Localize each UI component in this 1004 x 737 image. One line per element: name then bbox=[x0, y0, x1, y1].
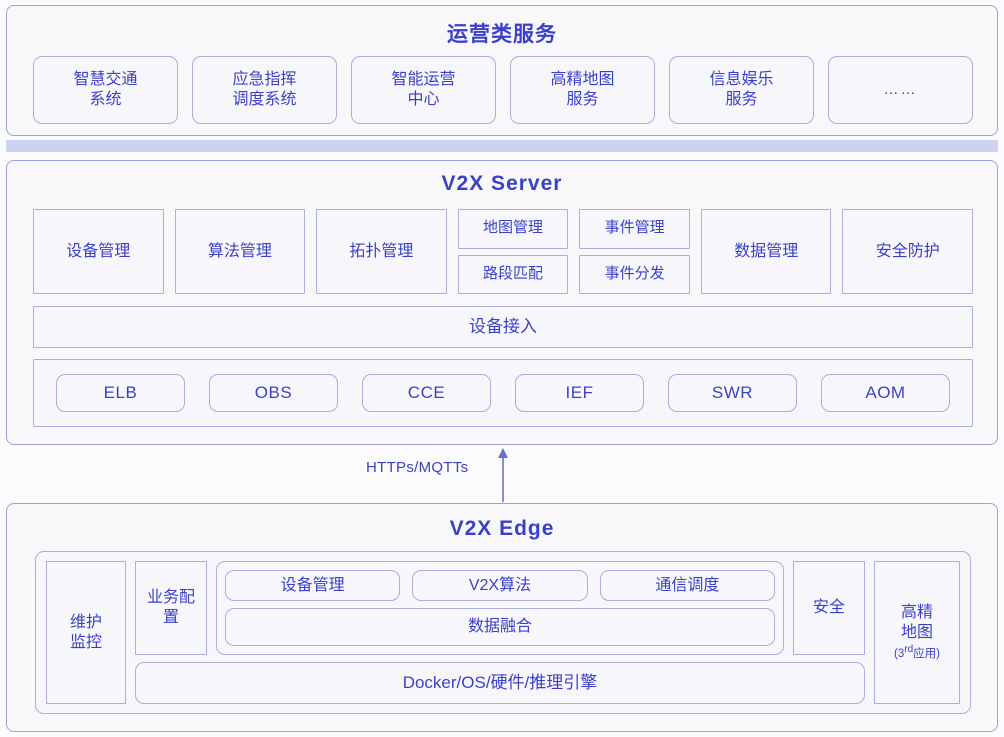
edge-module-label: 数据融合 bbox=[467, 618, 532, 635]
module-label: 安全防护 bbox=[875, 242, 940, 260]
cloud-service-label: IEF bbox=[565, 383, 594, 403]
ops-item-infotainment-service[interactable]: 信息娱乐服务 bbox=[669, 56, 814, 124]
server-module-col: 安全防护 bbox=[842, 209, 974, 294]
ops-item-smart-traffic[interactable]: 智慧交通系统 bbox=[33, 56, 178, 124]
ops-item-label: 智能运营中心 bbox=[391, 71, 456, 108]
edge-hd-map-line1: 高精 bbox=[900, 604, 933, 622]
edge-maintenance-monitoring[interactable]: 维护监控 bbox=[46, 561, 126, 704]
edge-right-column: 高精 地图 (3rd应用) bbox=[874, 561, 960, 704]
edge-hd-map[interactable]: 高精 地图 (3rd应用) bbox=[874, 561, 960, 704]
ops-item-label: 高精地图服务 bbox=[550, 71, 615, 108]
note-prefix: (3 bbox=[894, 648, 905, 661]
edge-functions-row: 设备管理 V2X算法 通信调度 bbox=[225, 570, 775, 601]
server-module-col: 拓扑管理 bbox=[316, 209, 447, 294]
module-label: 算法管理 bbox=[207, 242, 272, 260]
server-module-col: 数据管理 bbox=[700, 209, 832, 294]
ops-item-emergency-dispatch[interactable]: 应急指挥调度系统 bbox=[192, 56, 337, 124]
ops-item-hd-map-service[interactable]: 高精地图服务 bbox=[510, 56, 655, 124]
server-module-col: 事件管理 事件分发 bbox=[579, 209, 690, 294]
cloud-service-label: OBS bbox=[254, 383, 293, 403]
server-module-event-management[interactable]: 事件管理 bbox=[579, 209, 690, 249]
cloud-services-container: ELB OBS CCE IEF SWR AOM bbox=[33, 359, 973, 427]
connector-protocol-label: HTTPs/MQTTs bbox=[366, 459, 469, 476]
module-label: 设备管理 bbox=[66, 242, 131, 260]
ops-item-intelligent-operations-center[interactable]: 智能运营中心 bbox=[351, 56, 496, 124]
module-label: 路段匹配 bbox=[482, 264, 543, 282]
server-module-data-management[interactable]: 数据管理 bbox=[700, 209, 832, 294]
ops-item-label: 信息娱乐服务 bbox=[709, 71, 774, 108]
v2x-server-panel: V2X Server 设备管理 算法管理 拓扑管理 地图管理 bbox=[6, 160, 998, 445]
server-module-topology-management[interactable]: 拓扑管理 bbox=[316, 209, 447, 294]
cloud-service-elb[interactable]: ELB bbox=[56, 374, 185, 412]
v2x-edge-inner-container: 维护监控 业务配置 设备管理 V2X算法 bbox=[35, 551, 971, 714]
server-module-event-distribution[interactable]: 事件分发 bbox=[579, 254, 690, 294]
operations-services-panel: 运营类服务 智慧交通系统 应急指挥调度系统 智能运营中心 高精地图服务 信息娱乐… bbox=[6, 5, 998, 136]
cloud-service-cce[interactable]: CCE bbox=[362, 374, 491, 412]
edge-device-management[interactable]: 设备管理 bbox=[225, 570, 401, 601]
module-label: 数据管理 bbox=[734, 242, 799, 260]
upward-arrow-icon bbox=[498, 448, 508, 502]
ops-item-label: 应急指挥调度系统 bbox=[232, 71, 297, 108]
ops-item-label: …… bbox=[883, 80, 918, 98]
edge-communication-scheduling[interactable]: 通信调度 bbox=[599, 570, 775, 601]
v2x-server-title: V2X Server bbox=[441, 172, 563, 195]
ops-item-label: 智慧交通系统 bbox=[73, 71, 138, 108]
server-module-road-segment-matching[interactable]: 路段匹配 bbox=[457, 254, 569, 294]
cloud-service-obs[interactable]: OBS bbox=[209, 374, 338, 412]
edge-base-platform[interactable]: Docker/OS/硬件/推理引擎 bbox=[135, 662, 865, 704]
server-module-security-protection[interactable]: 安全防护 bbox=[842, 209, 974, 294]
cloud-service-ief[interactable]: IEF bbox=[515, 374, 644, 412]
edge-functions-group: 设备管理 V2X算法 通信调度 数据融合 bbox=[216, 561, 784, 655]
ops-item-more[interactable]: …… bbox=[828, 56, 973, 124]
device-access-label: 设备接入 bbox=[469, 317, 537, 337]
server-module-algorithm-management[interactable]: 算法管理 bbox=[174, 209, 306, 294]
module-label: 地图管理 bbox=[482, 219, 543, 237]
edge-module-label: 维护监控 bbox=[69, 613, 102, 651]
module-label: 事件管理 bbox=[604, 219, 665, 237]
v2x-server-modules-row: 设备管理 算法管理 拓扑管理 地图管理 路段匹配 bbox=[33, 209, 974, 294]
server-module-col: 地图管理 路段匹配 bbox=[457, 209, 569, 294]
cloud-service-label: AOM bbox=[865, 383, 906, 403]
server-module-device-management[interactable]: 设备管理 bbox=[33, 209, 164, 294]
edge-module-label: 业务配置 bbox=[146, 589, 195, 626]
edge-v2x-algorithm[interactable]: V2X算法 bbox=[412, 570, 588, 601]
edge-hd-map-text: 高精 地图 (3rd应用) bbox=[894, 603, 940, 661]
connector-group: HTTPs/MQTTs bbox=[0, 445, 1004, 503]
cloud-service-label: SWR bbox=[711, 383, 754, 403]
note-suffix: 应用) bbox=[913, 648, 940, 661]
module-label: 事件分发 bbox=[604, 264, 665, 282]
device-access-bar[interactable]: 设备接入 bbox=[33, 306, 973, 348]
cloud-service-label: ELB bbox=[103, 383, 138, 403]
edge-module-label: V2X算法 bbox=[468, 576, 532, 594]
v2x-edge-title: V2X Edge bbox=[449, 517, 555, 540]
operations-services-row: 智慧交通系统 应急指挥调度系统 智能运营中心 高精地图服务 信息娱乐服务 …… bbox=[33, 56, 973, 124]
edge-module-label: 安全 bbox=[812, 599, 845, 616]
operations-services-title: 运营类服务 bbox=[447, 23, 557, 46]
cloud-service-label: CCE bbox=[407, 383, 446, 403]
server-module-col: 算法管理 bbox=[174, 209, 306, 294]
edge-module-label: 通信调度 bbox=[655, 576, 720, 594]
cloud-service-swr[interactable]: SWR bbox=[668, 374, 797, 412]
edge-data-fusion[interactable]: 数据融合 bbox=[225, 608, 775, 646]
edge-middle-column: 业务配置 设备管理 V2X算法 通信调度 bbox=[135, 561, 865, 704]
edge-hd-map-note: (3rd应用) bbox=[894, 644, 940, 661]
server-module-map-management[interactable]: 地图管理 bbox=[457, 209, 569, 249]
section-divider-bar bbox=[6, 140, 998, 152]
edge-security[interactable]: 安全 bbox=[793, 561, 865, 655]
server-module-col: 设备管理 bbox=[33, 209, 164, 294]
edge-module-label: 设备管理 bbox=[280, 576, 345, 594]
edge-business-configuration[interactable]: 业务配置 bbox=[135, 561, 207, 655]
edge-hd-map-line2: 地图 bbox=[900, 624, 933, 642]
cloud-service-aom[interactable]: AOM bbox=[821, 374, 950, 412]
note-superscript: rd bbox=[904, 644, 914, 656]
edge-base-label: Docker/OS/硬件/推理引擎 bbox=[402, 673, 598, 693]
module-label: 拓扑管理 bbox=[349, 242, 414, 260]
edge-middle-top-row: 业务配置 设备管理 V2X算法 通信调度 bbox=[135, 561, 865, 655]
v2x-edge-panel: V2X Edge 维护监控 业务配置 设备管理 bbox=[6, 503, 998, 732]
